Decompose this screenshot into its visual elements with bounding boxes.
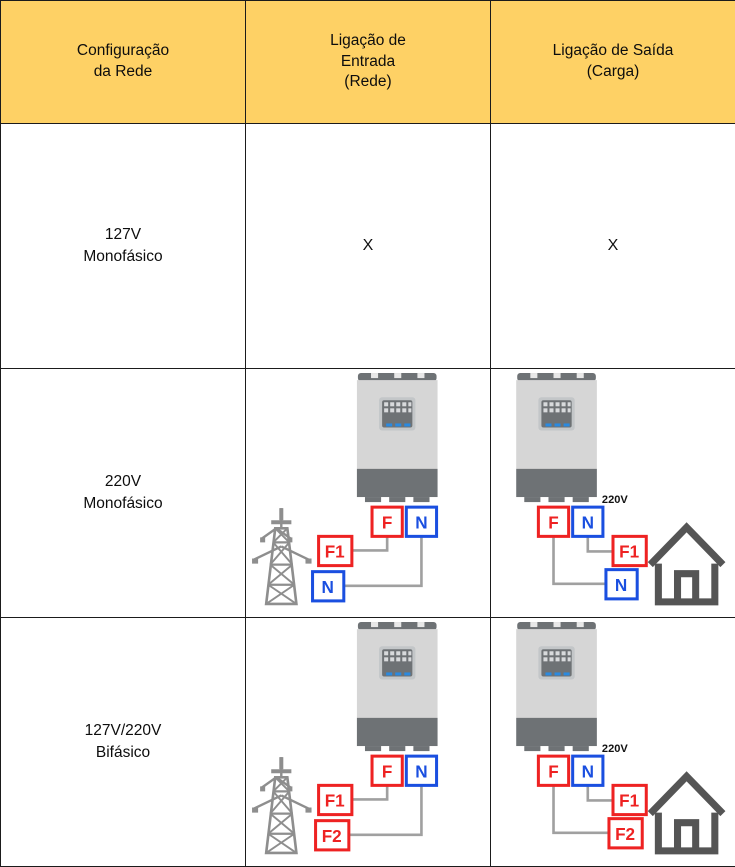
config-label-line-1: 127V/220V <box>1 720 245 742</box>
not-supported-mark: X <box>363 237 374 254</box>
output-wiring-diagram-row-3: 220V F <box>491 618 735 866</box>
config-label-line-1: 127V <box>1 224 245 246</box>
table-row: 220V Monofásico <box>1 369 735 618</box>
terminal-load-f1: F1 <box>613 785 646 814</box>
voltage-label: 220V <box>602 494 628 506</box>
terminal-label-n: N <box>415 761 427 781</box>
config-label-line-2: Monofásico <box>1 246 245 268</box>
terminal-label-n: N <box>615 575 627 595</box>
terminal-label-n: N <box>582 512 594 532</box>
terminal-inverter-n: N <box>573 507 603 536</box>
terminal-label-f: F <box>548 761 558 781</box>
config-cell-row-1: 127V Monofásico <box>1 124 246 369</box>
not-supported-mark: X <box>608 237 619 254</box>
wire-n-to-n <box>343 535 422 585</box>
column-header-input-line-3: (Rede) <box>246 72 490 93</box>
table-header: Configuração da Rede Ligação de Entrada … <box>1 1 735 124</box>
voltage-label: 220V <box>602 743 628 755</box>
wire-f2-to-n <box>348 784 422 834</box>
column-header-config: Configuração da Rede <box>1 1 246 124</box>
column-header-config-line-2: da Rede <box>1 62 245 83</box>
terminal-grid-f2: F2 <box>316 821 349 850</box>
terminal-label-n: N <box>321 577 333 597</box>
terminal-inverter-f: F <box>538 756 568 785</box>
config-label-line-2: Monofásico <box>1 493 245 515</box>
terminal-label-n: N <box>415 512 427 532</box>
input-wiring-diagram-row-3: F N F1 F2 <box>246 618 490 866</box>
terminal-label-f2: F2 <box>322 826 342 846</box>
house-icon <box>650 527 723 602</box>
house-icon <box>650 776 723 851</box>
table-row: 127V/220V Bifásico <box>1 618 735 867</box>
config-label-line-2: Bifásico <box>1 742 245 764</box>
wire-n-to-f1 <box>588 536 614 551</box>
output-cell-row-1: X <box>491 124 735 369</box>
terminal-label-f: F <box>382 512 392 532</box>
output-wiring-diagram-row-2: 220V <box>491 369 735 617</box>
column-header-output-line-2: (Carga) <box>491 62 735 83</box>
terminal-label-n: N <box>582 761 594 781</box>
column-header-output-line-1: Ligação de Saída <box>491 41 735 62</box>
output-cell-row-3: 220V F <box>491 618 735 867</box>
wire-group <box>348 784 422 834</box>
terminal-load-f2: F2 <box>609 819 642 848</box>
terminal-label-f: F <box>548 512 558 532</box>
power-tower-icon <box>252 508 311 604</box>
terminal-inverter-n: N <box>406 507 436 536</box>
terminal-inverter-n: N <box>406 756 436 785</box>
header-row: Configuração da Rede Ligação de Entrada … <box>1 1 735 124</box>
column-header-input-line-1: Ligação de <box>246 31 490 52</box>
wire-group <box>343 535 422 585</box>
wire-n-to-f1 <box>588 785 614 800</box>
terminal-inverter-f: F <box>538 507 568 536</box>
terminal-load-n: N <box>606 570 637 599</box>
terminal-grid-f1: F1 <box>319 536 352 565</box>
terminal-inverter-f: F <box>372 756 402 785</box>
column-header-config-line-1: Configuração <box>1 41 245 62</box>
terminal-label-f: F <box>382 761 392 781</box>
inverter-icon <box>357 622 438 751</box>
terminal-inverter-f: F <box>372 507 402 536</box>
output-cell-row-2: 220V <box>491 369 735 618</box>
wire-f-to-f2 <box>554 785 610 832</box>
terminal-load-f1: F1 <box>613 536 646 565</box>
table-body: 127V Monofásico X X 220V Monofásico <box>1 124 735 867</box>
terminal-label-f1: F1 <box>619 542 639 562</box>
column-header-input: Ligação de Entrada (Rede) <box>246 1 491 124</box>
terminal-grid-n: N <box>313 572 344 601</box>
input-cell-row-1: X <box>246 124 491 369</box>
input-cell-row-2: F N F1 N <box>246 369 491 618</box>
terminal-label-f1: F1 <box>325 791 345 811</box>
column-header-input-line-2: Entrada <box>246 52 490 73</box>
terminal-label-f2: F2 <box>615 824 635 844</box>
terminal-label-f1: F1 <box>619 791 639 811</box>
terminal-inverter-n: N <box>573 756 603 785</box>
column-header-output: Ligação de Saída (Carga) <box>491 1 735 124</box>
terminal-grid-f1: F1 <box>319 785 352 814</box>
inverter-icon <box>357 373 438 502</box>
inverter-icon <box>516 373 597 502</box>
input-cell-row-3: F N F1 F2 <box>246 618 491 867</box>
terminal-label-f1: F1 <box>325 542 345 562</box>
config-cell-row-2: 220V Monofásico <box>1 369 246 618</box>
table-row: 127V Monofásico X X <box>1 124 735 369</box>
config-cell-row-3: 127V/220V Bifásico <box>1 618 246 867</box>
input-wiring-diagram-row-2: F N F1 N <box>246 369 490 617</box>
inverter-icon <box>516 622 597 751</box>
wire-group <box>554 785 614 832</box>
wire-f-to-n <box>554 536 607 583</box>
config-label-line-1: 220V <box>1 471 245 493</box>
power-tower-icon <box>252 757 311 853</box>
